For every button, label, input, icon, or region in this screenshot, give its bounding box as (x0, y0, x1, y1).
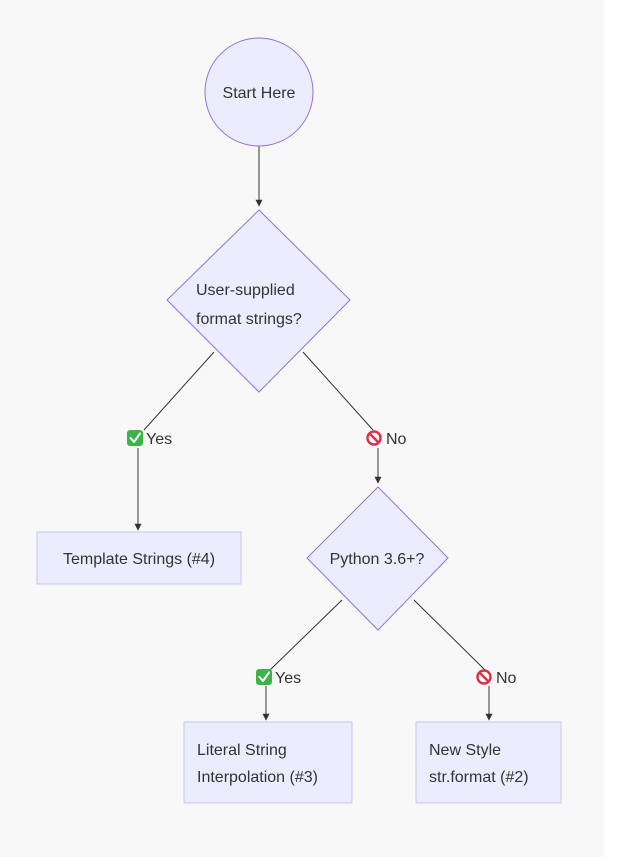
edge-label-python-no: No (476, 669, 517, 687)
decision-user-format-line-2: format strings? (196, 311, 302, 328)
template-strings-box (36, 531, 242, 585)
edge-label-user-no: No (366, 430, 407, 448)
new-style-format-line-2: str.format (#2) (429, 769, 529, 786)
edge-label-user-yes-text: Yes (146, 431, 172, 448)
new-style-format-box (415, 721, 562, 804)
edge-python-to-yes-label (269, 599, 343, 671)
flowchart: Start Here User-supplied format strings?… (36, 37, 562, 804)
literal-interpolation-line-1: Literal String (197, 742, 287, 759)
edge-decision-to-yes-label (143, 351, 215, 431)
edge-label-user-no-text: No (386, 431, 407, 448)
start-node-circle (204, 37, 314, 147)
decision-python-label: Python 3.6+? (330, 551, 425, 568)
decision-python-diamond (306, 486, 449, 631)
edge-label-python-yes-text: Yes (275, 670, 301, 687)
decision-user-format: User-supplied format strings? (166, 209, 351, 393)
decision-python: Python 3.6+? (306, 486, 449, 631)
start-node-label: Start Here (223, 85, 296, 102)
edge-label-python-no-text: No (496, 670, 517, 687)
start-node: Start Here (204, 37, 314, 147)
edge-label-python-yes: Yes (256, 669, 301, 687)
template-strings-node: Template Strings (#4) (36, 531, 242, 585)
literal-interpolation-line-2: Interpolation (#3) (197, 769, 318, 786)
check-mark-icon (256, 669, 272, 685)
new-style-format-line-1: New Style (429, 742, 501, 759)
prohibited-icon (366, 430, 382, 446)
edge-label-user-yes: Yes (127, 430, 172, 448)
edge-python-to-no-label (413, 599, 486, 671)
diagram-canvas (0, 0, 604, 857)
literal-interpolation-node: Literal String Interpolation (#3) (183, 721, 353, 804)
prohibited-icon (476, 669, 492, 685)
new-style-format-node: New Style str.format (#2) (415, 721, 562, 804)
literal-interpolation-box (183, 721, 353, 804)
decision-user-format-line-1: User-supplied (196, 282, 295, 299)
check-mark-icon (127, 430, 143, 446)
page-margin (604, 0, 619, 857)
template-strings-label: Template Strings (#4) (63, 551, 215, 568)
decision-user-format-diamond (166, 209, 351, 393)
edge-decision-to-no-label (302, 351, 374, 431)
